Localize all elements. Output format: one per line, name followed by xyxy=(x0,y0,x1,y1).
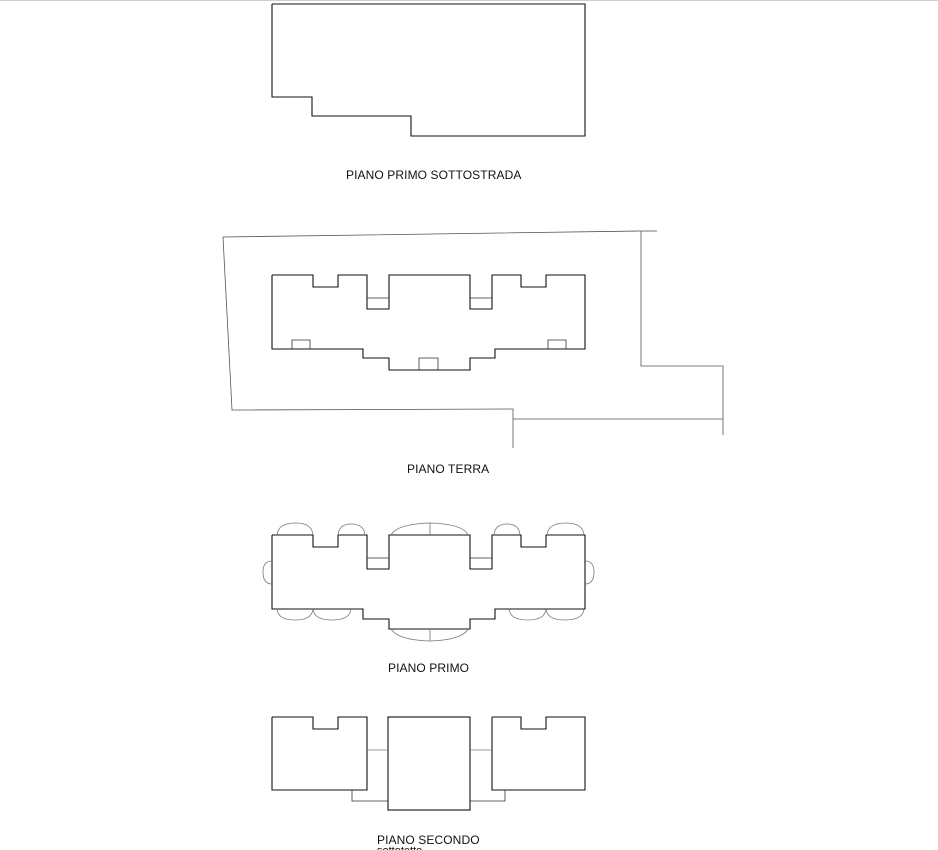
ground-building-outline xyxy=(271,274,586,371)
second-floor-sublabel: sottotetto xyxy=(377,845,422,850)
balcony-nnw xyxy=(337,523,366,536)
entry-step-west xyxy=(291,339,311,349)
entry-step-east xyxy=(547,339,567,349)
basement-floor-label: PIANO PRIMO SOTTOSTRADA xyxy=(346,168,522,182)
first-building-outline xyxy=(271,534,586,630)
second-west-wing xyxy=(271,716,368,791)
first-plan xyxy=(262,522,595,642)
balcony-south-center xyxy=(390,628,469,642)
basement-outline xyxy=(271,3,586,137)
entry-step-center xyxy=(418,357,439,370)
first-floor-label: PIANO PRIMO xyxy=(388,661,470,675)
lot-boundary-east-2 xyxy=(640,231,724,435)
second-step-east xyxy=(470,790,506,802)
balcony-se xyxy=(545,608,585,621)
balcony-ne xyxy=(546,522,585,536)
balcony-nw xyxy=(276,522,314,536)
balcony-sse xyxy=(508,608,547,621)
ground-plan xyxy=(222,230,724,448)
balcony-west xyxy=(262,560,273,585)
balcony-east xyxy=(584,560,595,585)
balcony-nne xyxy=(493,523,521,536)
second-floor-label: PIANO SECONDO xyxy=(377,833,480,847)
basement-plan xyxy=(271,3,586,137)
balcony-north-center xyxy=(390,522,469,536)
lot-boundary xyxy=(222,230,642,448)
second-step-west xyxy=(351,790,388,802)
sheet-border xyxy=(0,0,938,1)
balcony-sw xyxy=(276,608,314,621)
second-east-wing xyxy=(491,716,586,791)
balcony-ssw xyxy=(312,608,352,621)
ground-floor-label: PIANO TERRA xyxy=(407,462,490,476)
second-central-block xyxy=(387,716,471,811)
second-plan xyxy=(271,716,586,811)
